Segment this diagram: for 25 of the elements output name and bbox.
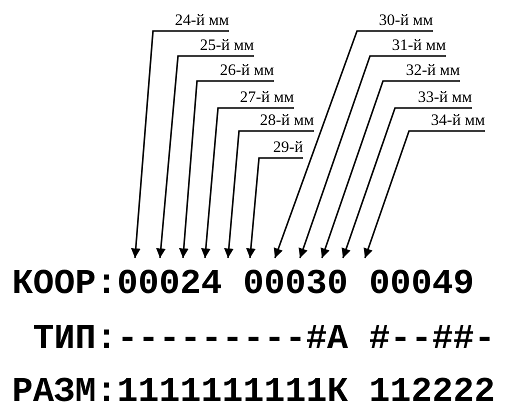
leader-line <box>156 55 254 258</box>
leader-line <box>320 80 460 258</box>
leader-line <box>224 130 314 258</box>
leader-line <box>364 130 485 258</box>
leader-label: 34-й мм <box>409 111 485 131</box>
leader-label: 28-й мм <box>239 111 314 131</box>
leader-line <box>201 107 294 258</box>
leader-label: 29-й <box>259 138 303 158</box>
leader-label: 24-й мм <box>153 11 229 31</box>
leader-line <box>178 80 274 258</box>
leader-label: 33-й мм <box>395 88 472 108</box>
leader-label: 32-й мм <box>383 61 460 81</box>
leader-label: 30-й мм <box>357 11 433 31</box>
leader-line <box>274 30 433 258</box>
leader-label: 26-й мм <box>197 61 274 81</box>
display-text: КООР:00024 00030 00049 <box>12 266 474 302</box>
leader-line <box>342 107 472 258</box>
display-text: ТИП:---------#А #--##- <box>33 321 496 357</box>
leader-line <box>298 55 446 258</box>
leader-label: 25-й мм <box>178 36 254 56</box>
leader-line <box>246 157 303 258</box>
display-text: РАЗМ:1111111111К 112222 <box>12 374 496 410</box>
leader-label: 31-й мм <box>370 36 446 56</box>
leader-label: 27-й мм <box>218 88 294 108</box>
leader-line <box>130 30 229 258</box>
